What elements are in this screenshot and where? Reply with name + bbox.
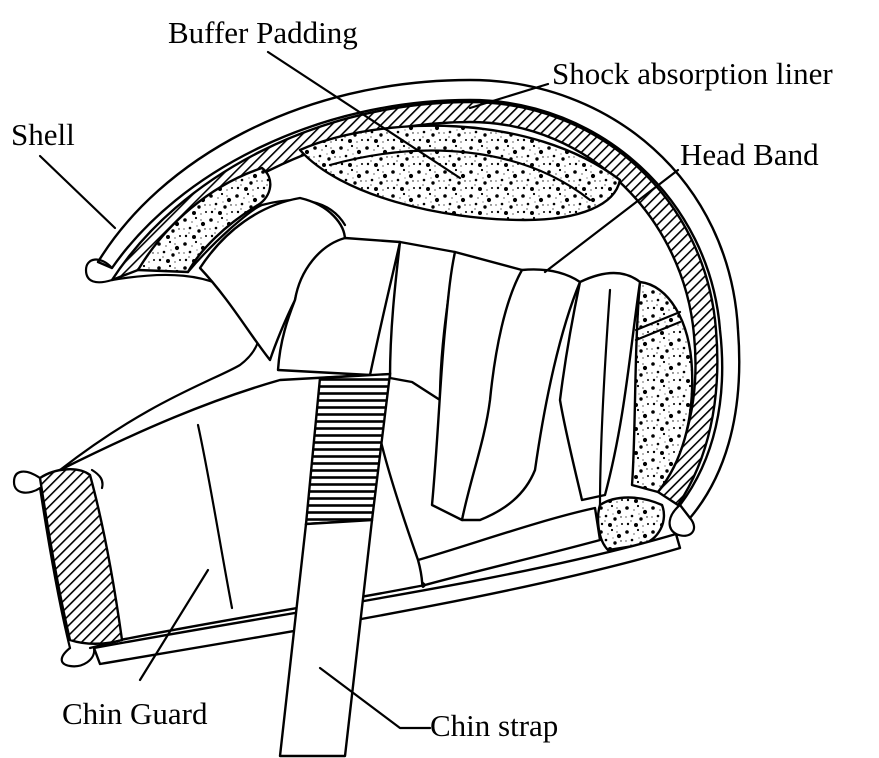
label-chin-guard: Chin Guard [62, 696, 208, 731]
label-buffer-padding: Buffer Padding [168, 15, 358, 50]
label-chin-strap: Chin strap [430, 708, 558, 743]
label-shell: Shell [11, 117, 75, 152]
label-shock-absorption-liner: Shock absorption liner [552, 56, 833, 91]
chin-bar-hook-bottom [62, 648, 94, 666]
label-head-band: Head Band [680, 137, 819, 172]
leader-shell [40, 156, 115, 228]
